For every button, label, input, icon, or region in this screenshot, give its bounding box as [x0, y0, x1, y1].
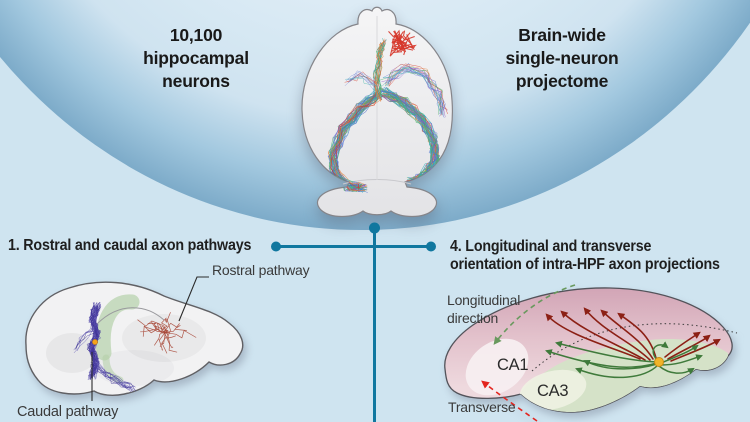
section4-heading-line2: orientation of intra-HPF axon projection…: [450, 256, 720, 273]
longitudinal-direction-label: Longitudinal direction: [447, 292, 521, 326]
dorsal-brain-figure: [301, 6, 454, 218]
caption-line: projectome: [515, 71, 609, 91]
ca1-label: CA1: [497, 356, 529, 374]
connector-dot: [271, 241, 281, 252]
caption-line: Brain-wide: [518, 25, 606, 45]
sagittal-brain-figure: [25, 281, 244, 396]
transverse-label: Transverse: [448, 399, 516, 415]
longitudinal-direction-arrow: [493, 284, 576, 345]
caudal-pathway-label: Caudal pathway: [17, 404, 119, 420]
caption-line: hippocampal: [143, 48, 249, 68]
caption-line: 10,100: [169, 25, 223, 45]
connector-dot: [426, 241, 436, 252]
ca3-pale-zone: [519, 369, 587, 411]
section4-heading-line1: 4. Longitudinal and transverse: [450, 238, 652, 255]
hpf-soma-dot: [654, 357, 664, 367]
section4-heading: 4. Longitudinal and transverse orientati…: [450, 238, 720, 274]
rostral-pathway-label: Rostral pathway: [212, 262, 310, 278]
caption-line: single-neuron: [505, 48, 619, 68]
axon-main-trunk: [96, 307, 165, 325]
caption-projectome: Brain-wide single-neuron projectome: [474, 24, 650, 93]
ca3-label: CA3: [537, 382, 569, 400]
section1-heading: 1. Rostral and caudal axon pathways: [8, 237, 252, 254]
caption-neuron-count: 10,100 hippocampal neurons: [108, 24, 284, 93]
hippocampus-figure: [444, 284, 738, 422]
transverse-axon-arrows: [545, 340, 703, 379]
soma-dot: [92, 339, 98, 345]
caption-line: neurons: [162, 71, 230, 91]
